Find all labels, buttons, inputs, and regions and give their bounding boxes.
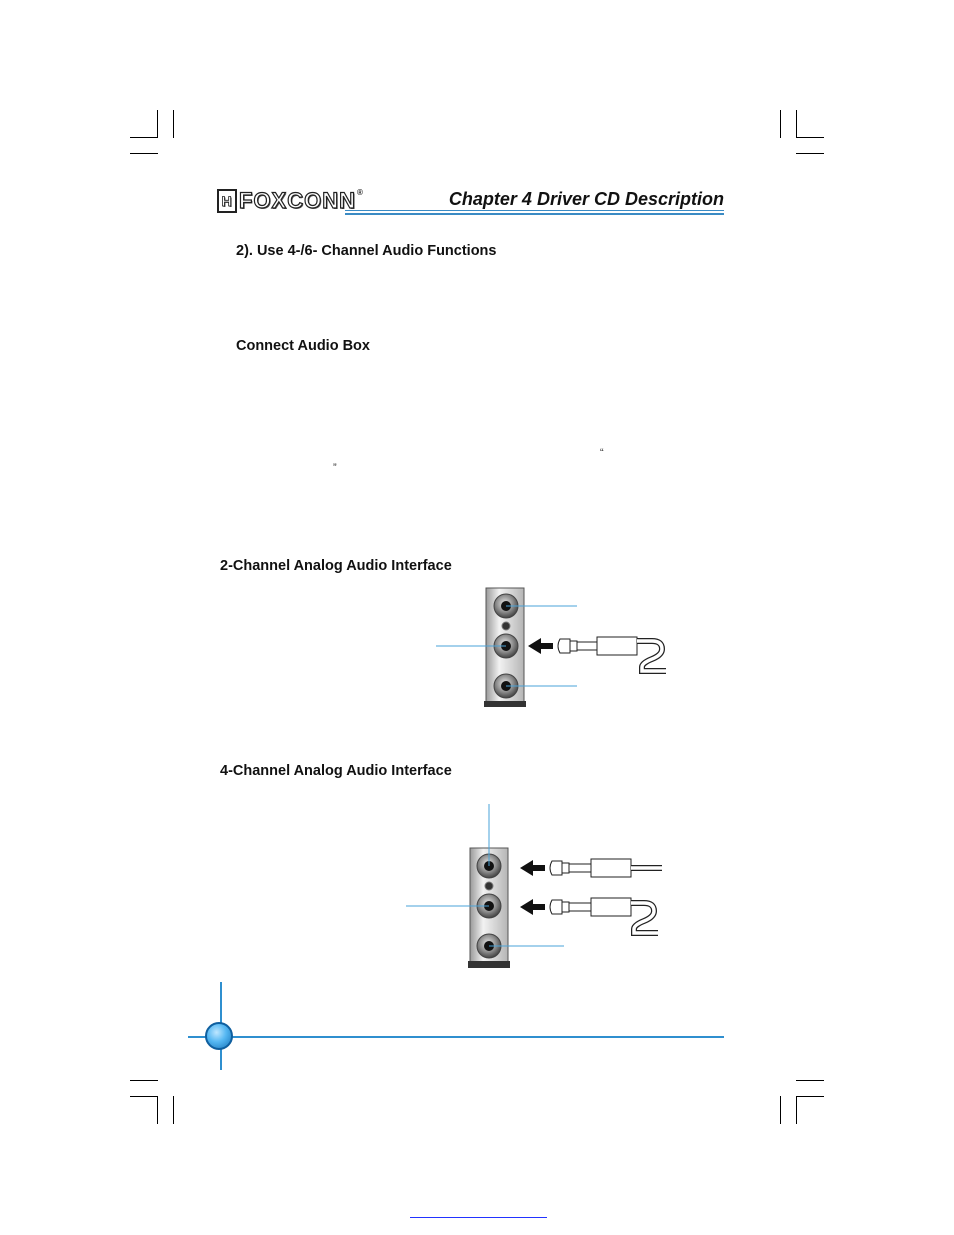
footer-rule: [188, 1036, 724, 1038]
brand-mark: H: [217, 189, 237, 213]
crop-mark: [173, 1096, 174, 1124]
crop-mark: [780, 1096, 781, 1124]
crop-mark: [796, 110, 797, 138]
section-heading-use-channels: 2). Use 4-/6- Channel Audio Functions: [236, 243, 497, 259]
crop-mark: [796, 153, 824, 154]
brand-name: FOXCONN: [238, 187, 356, 213]
panel-base: [468, 961, 510, 968]
crop-mark: [157, 110, 158, 138]
four-channel-diagram: [406, 804, 662, 968]
bottom-link-underline: [410, 1217, 547, 1218]
header-rule: [345, 210, 724, 211]
crop-mark: [130, 1096, 158, 1097]
crop-mark: [796, 137, 824, 138]
crop-mark: [130, 153, 158, 154]
crop-mark: [780, 110, 781, 138]
page-marker-icon: [205, 1022, 233, 1050]
section-heading-two-channel: 2-Channel Analog Audio Interface: [220, 558, 452, 574]
header-rule: [345, 213, 724, 215]
jack-small: [484, 881, 494, 891]
audio-plug-icon: [549, 897, 658, 936]
insert-arrow-icon: [520, 860, 545, 876]
crop-mark: [130, 1080, 158, 1081]
insert-arrow-icon: [520, 899, 545, 915]
close-quote: ”: [333, 462, 337, 474]
audio-plug-icon: [557, 636, 666, 674]
audio-plug-icon: [549, 858, 662, 878]
insert-arrow-icon: [528, 638, 553, 654]
chapter-title: Chapter 4 Driver CD Description: [448, 189, 724, 209]
jack-small: [501, 621, 511, 631]
crop-mark: [130, 137, 158, 138]
crop-mark: [796, 1080, 824, 1081]
crop-mark: [173, 110, 174, 138]
crop-mark: [796, 1096, 797, 1124]
two-channel-diagram: [436, 587, 666, 707]
crop-mark: [796, 1096, 824, 1097]
section-heading-four-channel: 4-Channel Analog Audio Interface: [220, 763, 452, 779]
panel-base: [484, 701, 526, 707]
open-quote: “: [600, 447, 604, 459]
registered-mark: ®: [357, 188, 364, 197]
crop-mark: [157, 1096, 158, 1124]
section-heading-connect-box: Connect Audio Box: [236, 338, 370, 354]
brand-logo: H FOXCONN ®: [217, 187, 364, 214]
